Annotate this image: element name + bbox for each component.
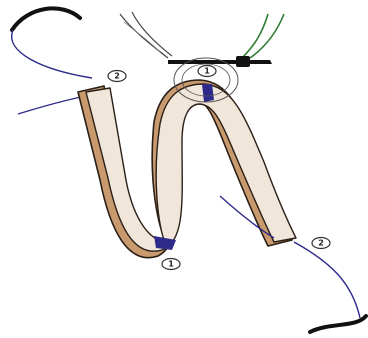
needle-holder-tip [236,56,250,67]
suture-crossing-top [202,84,214,102]
suture-thread-right-tail [294,242,360,318]
needle-top-left [12,8,80,30]
needle-bottom-right [310,316,366,332]
svg-text:1: 1 [204,67,210,76]
suture-thread-left [12,30,92,78]
svg-text:2: 2 [114,72,120,81]
forceps-left [120,12,172,58]
marker-bottom-center: 1 [162,259,180,270]
forceps-right [242,14,284,58]
svg-text:1: 1 [168,260,174,269]
marker-bottom-right: 2 [312,238,330,249]
marker-top-left: 2 [108,71,126,82]
svg-text:2: 2 [318,239,324,248]
marker-top-center: 1 [198,66,216,77]
suture-thread-left-tail [18,96,86,114]
